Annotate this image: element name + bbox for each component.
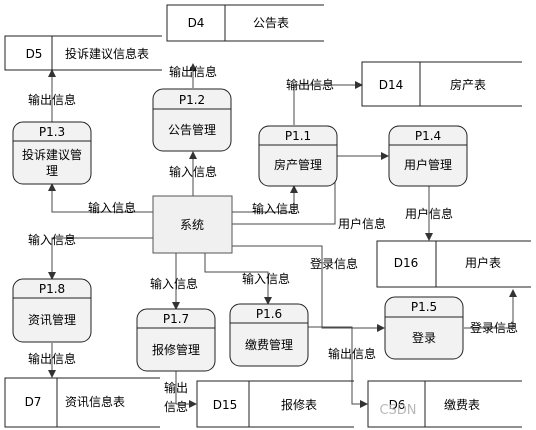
label-input-p1-2: 输入信息	[169, 164, 217, 179]
label-output-d6: 输出信息	[328, 346, 376, 361]
process-name: 资讯管理	[28, 312, 76, 327]
store-id: D14	[379, 78, 404, 92]
process-name: 公告管理	[168, 122, 216, 137]
label-input-p1-7: 输入信息	[150, 276, 198, 291]
label-input-p1-8: 输入信息	[28, 232, 76, 247]
store-name: 用户表	[465, 255, 501, 270]
process-name-line2: 理	[46, 164, 58, 178]
data-store-d14: D14 房产表	[361, 61, 522, 107]
data-store-d6: D6 缴费表	[367, 380, 522, 428]
label-output-d14: 输出信息	[286, 77, 334, 92]
process-id: P1.8	[39, 282, 65, 296]
process-p1-7: P1.7 报修管理	[136, 308, 216, 372]
data-store-d16: D16 用户表	[376, 240, 531, 288]
flow-p1-6-to-d6	[307, 326, 368, 408]
process-name: 缴费管理	[245, 337, 293, 352]
store-id: D4	[188, 16, 205, 30]
store-id: D7	[25, 395, 42, 409]
label-input-p1-6: 输入信息	[242, 271, 290, 286]
store-name: 投诉建议信息表	[65, 46, 149, 61]
label-input-p1-1: 输入信息	[252, 201, 300, 216]
store-name: 报修表	[281, 397, 317, 412]
flow-p1-5-to-d16	[464, 289, 517, 329]
process-p1-3: P1.3 投诉建议管理	[12, 121, 92, 185]
process-name: 房产管理	[274, 157, 322, 172]
system-node: 系统	[152, 195, 233, 254]
process-p1-4: P1.4 用户管理	[388, 125, 468, 187]
label-user-d16: 用户信息	[405, 206, 453, 221]
store-name: 房产表	[450, 77, 486, 92]
label-output-d7: 输出信息	[28, 351, 76, 366]
flow-system-to-p1-8	[48, 237, 153, 280]
label-input-p1-3: 输入信息	[88, 200, 136, 215]
store-name: 资讯信息表	[65, 394, 125, 409]
store-name: 公告表	[253, 16, 289, 30]
process-name: 用户管理	[404, 157, 452, 172]
flow-p1-7-to-d15	[175, 371, 197, 408]
flows	[48, 63, 517, 408]
system-label: 系统	[180, 218, 204, 232]
label-output-d15-line2: 信息	[164, 399, 188, 414]
label-login-p1-5: 登录信息	[310, 256, 358, 271]
store-id: D15	[213, 398, 238, 412]
process-id: P1.6	[256, 307, 282, 321]
label-login-d16: 登录信息	[470, 320, 518, 335]
data-store-d5: D5 投诉建议信息表	[4, 35, 162, 71]
watermark: CSDN	[379, 403, 416, 418]
process-name: 投诉建议管理	[22, 147, 82, 178]
process-name-line1: 投诉建议管	[22, 147, 82, 162]
label-user-p1-4: 用户信息	[338, 216, 386, 231]
data-store-d7: D7 资讯信息表	[4, 377, 160, 428]
process-id: P1.2	[179, 93, 205, 107]
flow-system-to-p1-3	[48, 183, 153, 213]
store-name: 缴费表	[444, 397, 480, 412]
flow-system-to-p1-5	[232, 245, 385, 332]
store-id: D5	[26, 47, 43, 61]
label-output-d4: 输出信息	[169, 64, 217, 79]
process-id: P1.7	[163, 312, 189, 326]
process-p1-6: P1.6 缴费管理	[229, 303, 309, 367]
process-id: P1.1	[285, 129, 311, 143]
process-p1-8: P1.8 资讯管理	[12, 278, 92, 343]
store-id: D16	[394, 256, 419, 270]
process-p1-2: P1.2 公告管理	[152, 88, 232, 152]
flow-system-to-p1-6	[204, 253, 272, 305]
label-output-d15-line1: 输出	[164, 380, 188, 395]
process-p1-5: P1.5 登录	[384, 296, 464, 360]
flow-system-to-p1-4	[232, 152, 389, 225]
store-id: D6	[389, 398, 406, 412]
flow-p1-1-to-d14	[293, 81, 363, 125]
process-id: P1.4	[415, 129, 441, 143]
flow-system-to-p1-1	[232, 185, 298, 213]
data-store-d15: D15 报修表	[196, 380, 354, 428]
label-output-d5: 输出信息	[28, 92, 76, 107]
process-id: P1.5	[411, 300, 437, 314]
process-p1-1: P1.1 房产管理	[258, 125, 338, 187]
flow-labels: 输出信息 输入信息 输出信息 输入信息 输出信息 输入信息 用户信息 用户信息 …	[28, 64, 518, 414]
process-id: P1.3	[39, 125, 65, 139]
data-store-d4: D4 公告表	[166, 4, 324, 42]
process-name: 报修管理	[152, 342, 200, 357]
process-name: 登录	[412, 330, 436, 345]
